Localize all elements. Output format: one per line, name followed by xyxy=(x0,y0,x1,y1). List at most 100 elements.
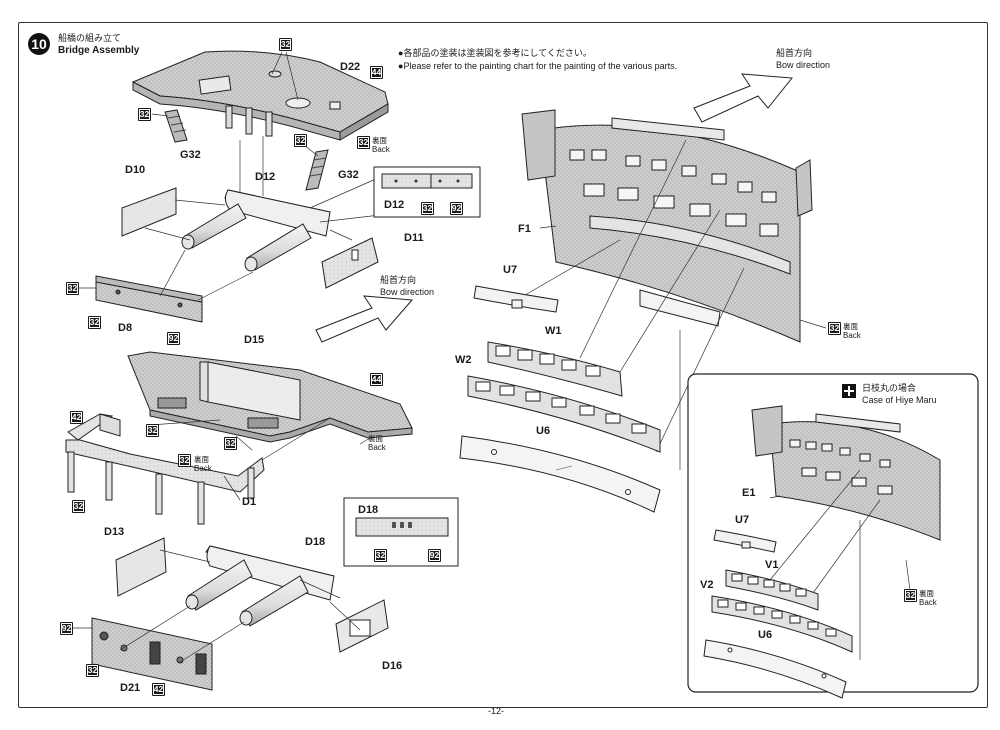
label-d18-inset: D18 xyxy=(358,504,379,516)
step-number-badge: 10 xyxy=(28,33,50,55)
part-u6 xyxy=(459,435,661,513)
inset-hiye-title-ja: 日枝丸の場合 xyxy=(862,384,917,394)
paint-badge: 32 xyxy=(904,589,917,602)
paint-badge: 32 xyxy=(279,38,292,51)
paint-badge: 32 xyxy=(138,108,151,121)
label-d12-inset: D12 xyxy=(384,199,405,211)
bow-arrow-mid xyxy=(315,295,414,343)
label-u6: U6 xyxy=(536,425,551,437)
part-g32-ladder-left xyxy=(164,109,188,143)
note-ja: 各部品の塗装は塗装図を参考にしてください。 xyxy=(403,49,592,59)
bow-arrow-top xyxy=(693,73,793,123)
note-bullet: ● xyxy=(398,48,404,58)
guide-lines-f1 xyxy=(519,139,827,470)
label-w2: W2 xyxy=(455,354,472,366)
part-d11 xyxy=(321,237,379,289)
paint-badge: 92 xyxy=(428,549,441,562)
guide-lines-bottom xyxy=(70,549,361,663)
paint-badge: 32 xyxy=(178,454,191,467)
bow-direction-mid-en: Bow direction xyxy=(380,287,435,297)
part-d8 xyxy=(95,275,203,323)
label-d21: D21 xyxy=(120,682,141,694)
paint-badge: 32 xyxy=(88,316,101,329)
label-d18: D18 xyxy=(305,536,326,548)
label-f1: F1 xyxy=(518,223,531,235)
note-en: Please refer to the painting chart for t… xyxy=(403,61,678,71)
bow-direction-top-en: Bow direction xyxy=(776,60,831,70)
label-d22: D22 xyxy=(340,61,361,73)
paint-badge: 32 xyxy=(72,500,85,513)
paint-badge: 32 xyxy=(146,424,159,437)
label-g32-right: G32 xyxy=(338,169,359,181)
paint-badge: 42 xyxy=(70,411,83,424)
part-g32-ladder-right xyxy=(305,149,329,191)
label-d15: D15 xyxy=(244,334,265,346)
part-d21 xyxy=(91,617,213,691)
paint-badge: 32 xyxy=(86,664,99,677)
part-d12 xyxy=(224,189,331,237)
part-w1 xyxy=(487,341,623,397)
label-d10: D10 xyxy=(125,164,146,176)
guide-lines-top xyxy=(151,51,319,200)
label-v2: V2 xyxy=(700,579,714,591)
label-u6-hiye: U6 xyxy=(758,629,773,641)
label-d8: D8 xyxy=(118,322,133,334)
part-d1 xyxy=(65,413,265,525)
label-w1: W1 xyxy=(545,325,562,337)
guide-lines-hiye xyxy=(769,469,911,660)
paint-badge: 32 xyxy=(66,282,79,295)
note-bullet-en: ● xyxy=(398,61,404,71)
cylinders-lower xyxy=(185,559,309,627)
part-u7 xyxy=(473,285,559,313)
inset-hiye-title-en: Case of Hiye Maru xyxy=(862,395,937,405)
label-d1: D1 xyxy=(242,496,257,508)
step-title-ja: 船橋の組み立て xyxy=(58,34,122,44)
hiye-badge-icon xyxy=(842,384,856,398)
part-v1 xyxy=(725,569,819,611)
paint-badge: 32 xyxy=(421,202,434,215)
part-u6-hiye xyxy=(703,639,847,699)
paint-badge: 92 xyxy=(60,622,73,635)
page-number: -12- xyxy=(488,706,505,716)
paint-badge: 92 xyxy=(450,202,463,215)
label-d16: D16 xyxy=(382,660,403,672)
label-d11: D11 xyxy=(404,232,424,244)
paint-badge: 92 xyxy=(167,332,180,345)
part-u7-hiye xyxy=(713,529,777,553)
label-v1: V1 xyxy=(765,559,779,571)
part-d10 xyxy=(121,187,177,237)
label-g32-left: G32 xyxy=(180,149,201,161)
label-u7: U7 xyxy=(503,264,518,276)
paint-badge: 32 xyxy=(294,134,307,147)
label-e1: E1 xyxy=(742,487,756,499)
note-ja-line: ●各部品の塗装は塗装図を参考にしてください。 xyxy=(398,44,592,60)
inset-d18 xyxy=(343,497,459,567)
part-w2 xyxy=(467,375,661,453)
paint-badge: 44 xyxy=(370,66,383,79)
guide-lines-lower xyxy=(149,417,371,501)
paint-badge: 42 xyxy=(152,683,165,696)
step-title-en: Bridge Assembly xyxy=(58,45,140,56)
part-d16 xyxy=(335,599,389,653)
label-u7-hiye: U7 xyxy=(735,514,750,526)
part-v2 xyxy=(711,595,853,653)
paint-badge: 32 xyxy=(224,437,237,450)
label-d13: D13 xyxy=(104,526,125,538)
bow-direction-mid-ja: 船首方向 xyxy=(380,276,417,286)
paint-badge: 32 xyxy=(357,136,370,149)
part-f1 xyxy=(521,109,813,343)
bow-direction-top-ja: 船首方向 xyxy=(776,49,813,59)
paint-badge: 32 xyxy=(828,322,841,335)
part-d15 xyxy=(127,351,413,443)
part-d22 xyxy=(131,50,389,141)
paint-badge: 44 xyxy=(370,373,383,386)
part-d13 xyxy=(115,537,167,597)
label-d12: D12 xyxy=(255,171,276,183)
part-e1 xyxy=(751,405,941,541)
